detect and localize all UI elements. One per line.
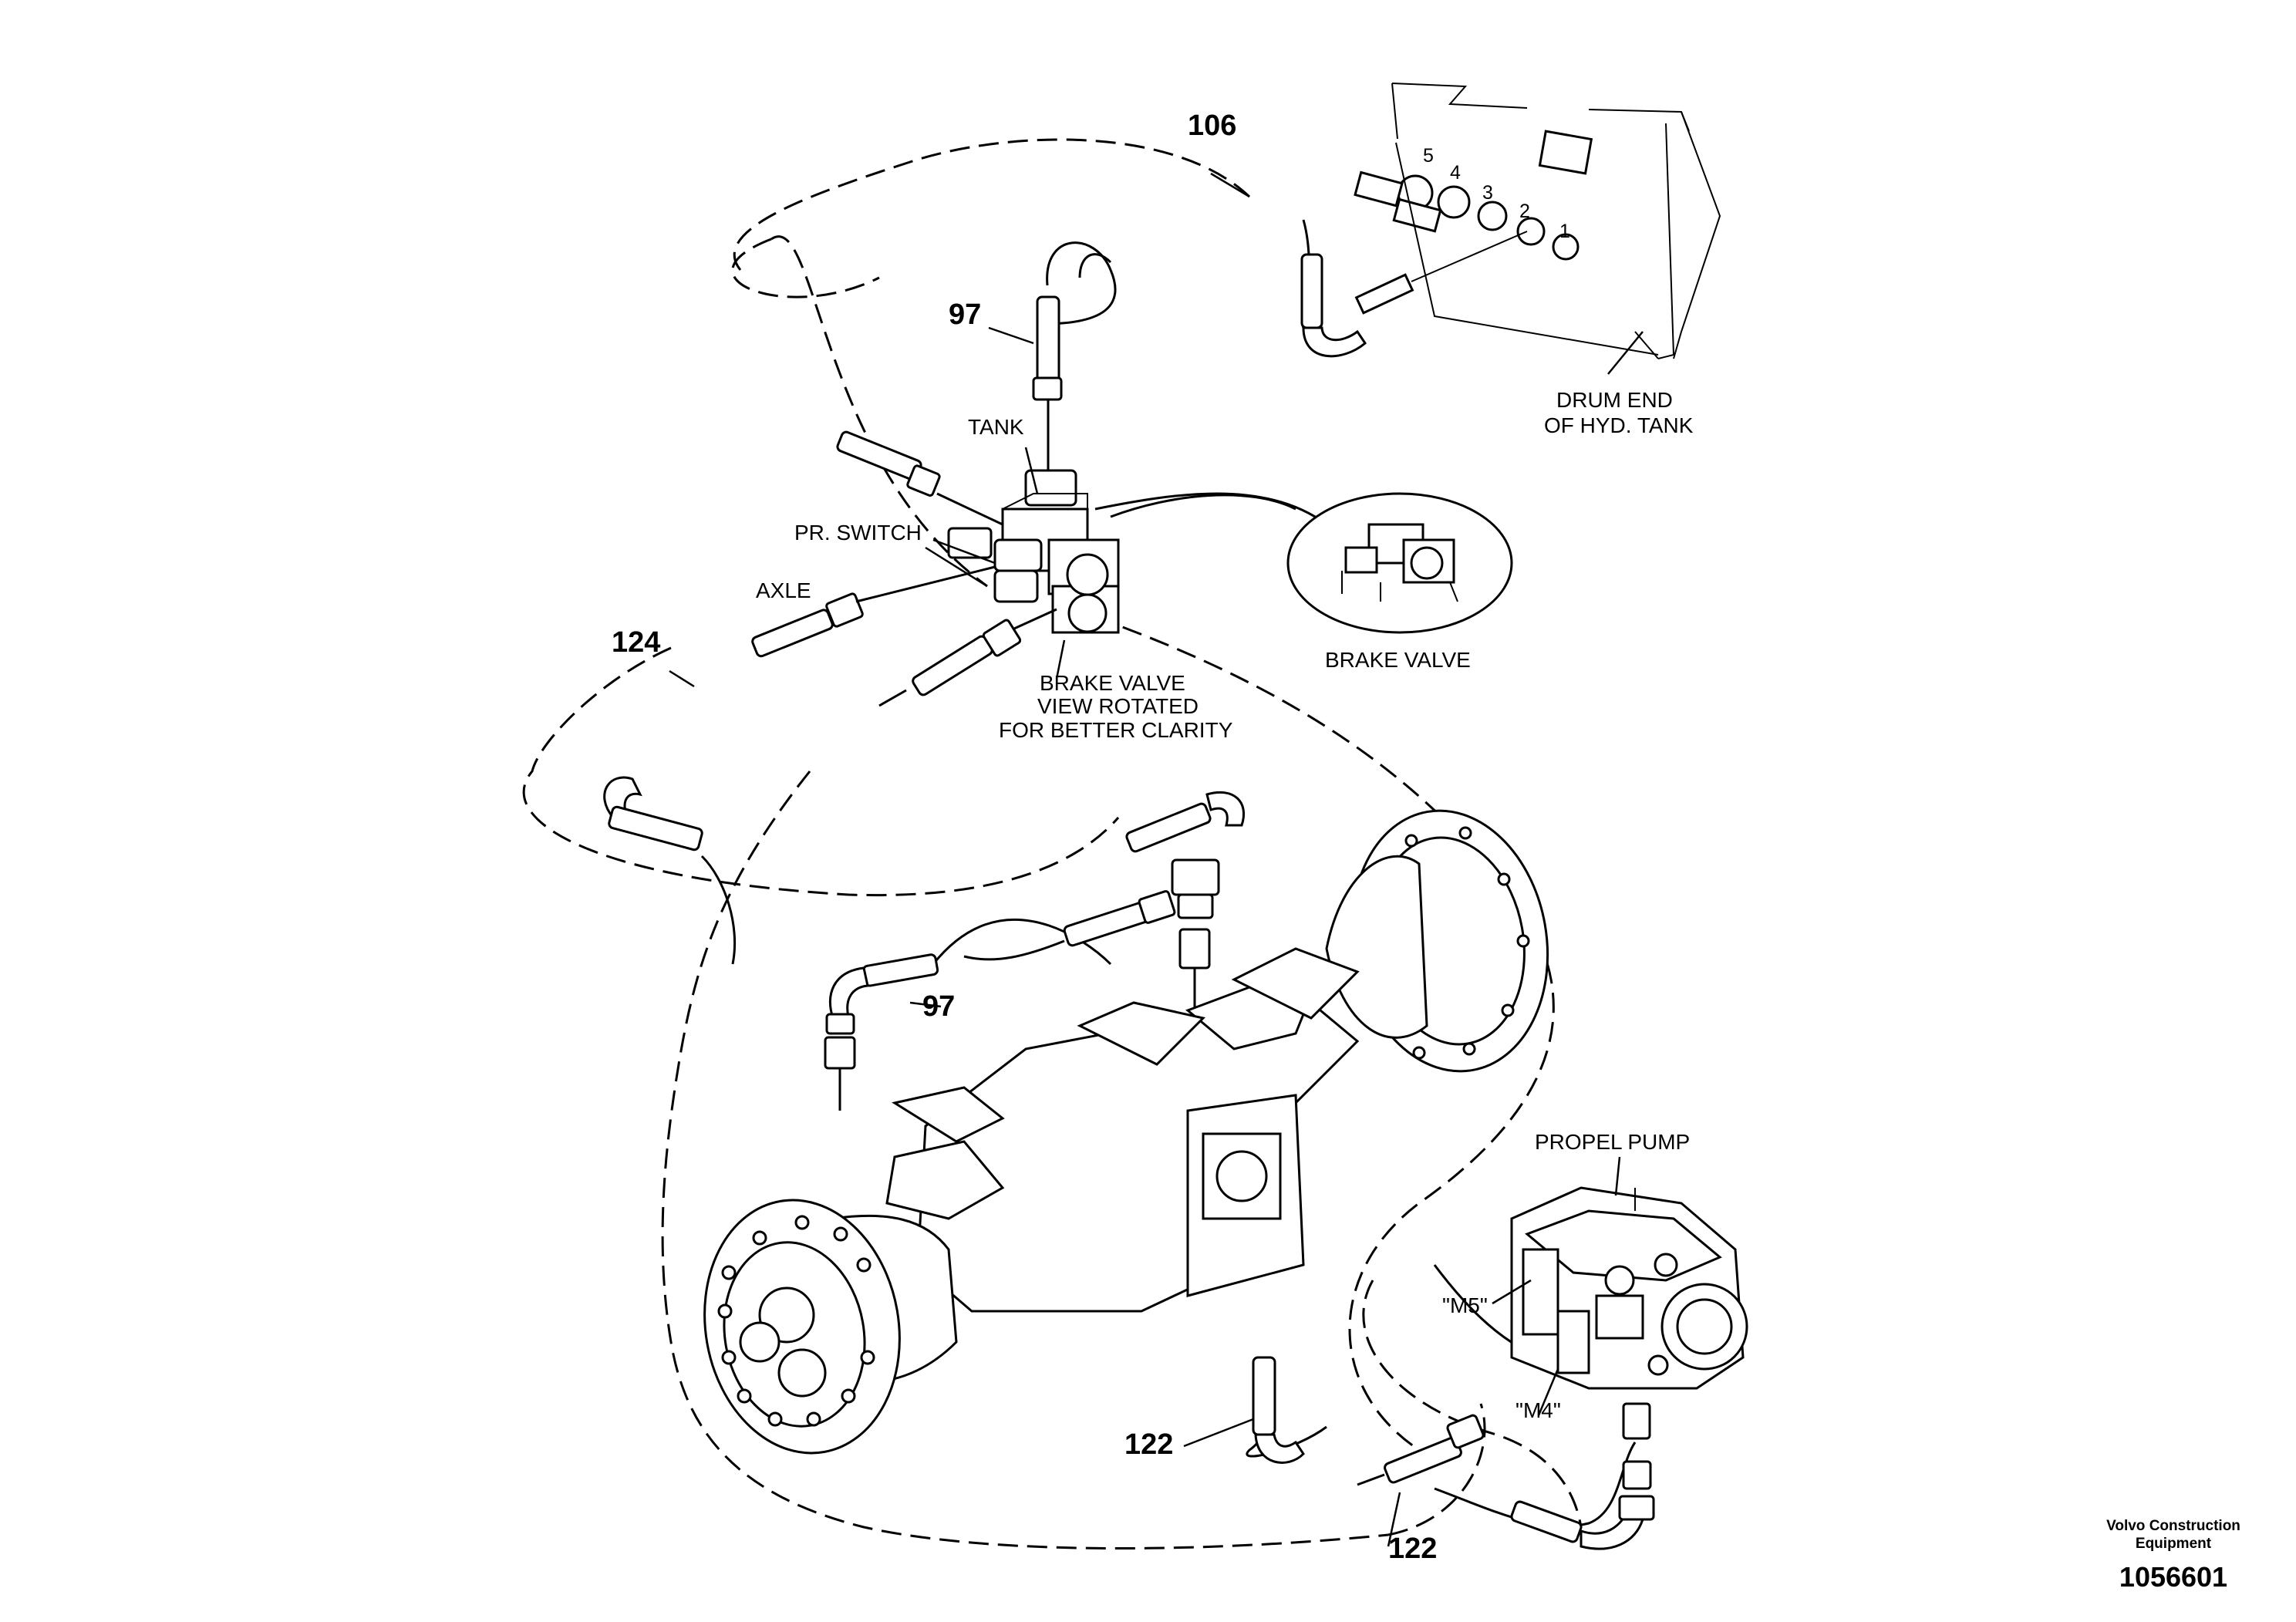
brake-valve-rotated-line3: FOR BETTER CLARITY <box>999 718 1233 742</box>
mid-hose-fitting <box>963 890 1176 961</box>
hose-97-top-fitting <box>1032 295 1063 482</box>
brake-valve-rotated-line2: VIEW ROTATED <box>1037 694 1199 718</box>
brand-line1: Volvo Construction <box>2106 1518 2240 1534</box>
tank-label: TANK <box>968 415 1024 439</box>
brake-valve-rotated-line1: BRAKE VALVE <box>1040 671 1185 695</box>
pr-switch-label: PR. SWITCH <box>794 521 922 545</box>
brake-valve-detail-label: BRAKE VALVE <box>1325 648 1471 672</box>
axle-label: AXLE <box>756 578 811 602</box>
callout-122-upper: 122 <box>1124 1428 1173 1461</box>
hydraulic-tank-drum-end: 5 4 3 2 1 DRUM END OF HYD. TANK <box>1354 83 1721 437</box>
callout-97-mid: 97 <box>922 990 955 1023</box>
m4-port-label: "M4" <box>1515 1398 1561 1422</box>
document-number: 1056601 <box>2119 1561 2227 1593</box>
left-upper-hose-fitting <box>836 430 1003 526</box>
hose-routes <box>522 138 1583 1549</box>
callout-106: 106 <box>1188 110 1236 142</box>
hose-122-upper-fitting <box>1252 1356 1305 1464</box>
port-3-label: 3 <box>1482 182 1493 204</box>
propel-pump-label: PROPEL PUMP <box>1535 1130 1690 1154</box>
port-4-label: 4 <box>1450 162 1461 184</box>
brand-line2: Equipment <box>2136 1536 2212 1552</box>
hose-124-fitting <box>603 776 737 965</box>
callout-122-lower: 122 <box>1388 1533 1437 1565</box>
port-2-label: 2 <box>1519 201 1530 222</box>
drum-end-label-line2: OF HYD. TANK <box>1544 413 1694 437</box>
hose-106-fitting <box>1300 253 1367 358</box>
brake-valve-assembly <box>947 469 1120 634</box>
right-hub-bolts <box>1404 826 1530 1060</box>
pump-outlet-fitting <box>1510 1402 1655 1550</box>
hose-122-lower-fitting <box>1357 1414 1485 1486</box>
propel-pump <box>1510 1156 1748 1390</box>
m5-port-label: "M5" <box>1442 1293 1488 1317</box>
port-1-label: 1 <box>1559 221 1570 242</box>
brake-valve-lower-fitting <box>878 608 1057 707</box>
left-hub-bolts <box>717 1215 875 1427</box>
callout-97-top: 97 <box>949 298 981 331</box>
callout-leaders <box>669 172 1559 1547</box>
hose-97-mid-fitting <box>824 953 939 1111</box>
axle-fitting <box>751 565 996 658</box>
callout-124: 124 <box>612 626 660 659</box>
tank-ports <box>1354 170 1580 261</box>
axle-assembly <box>703 809 1549 1455</box>
drum-end-label-line1: DRUM END <box>1556 388 1673 412</box>
port-5-label: 5 <box>1423 145 1434 167</box>
brake-valve-detail-view: BRAKE VALVE <box>1110 492 1513 672</box>
